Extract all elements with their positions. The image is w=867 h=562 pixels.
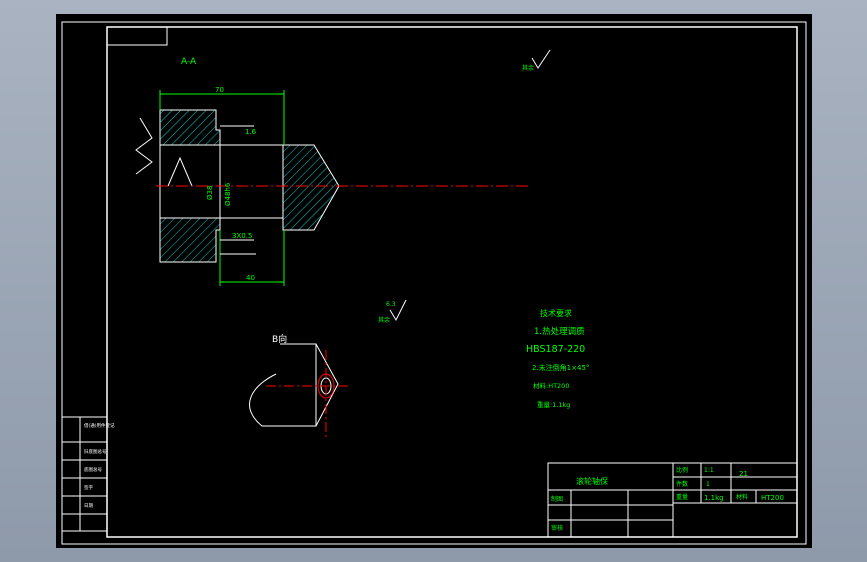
tech-item-5: 重量:1.1kg [537, 401, 570, 409]
roughness-mid-label: 其余 [378, 316, 390, 324]
section-label: A-A [181, 57, 197, 67]
side-row-0: 借(通)用件登记 [84, 422, 115, 429]
side-row-2: 底图总号 [84, 466, 102, 473]
count-value: 1 [706, 481, 710, 488]
scale-label: 比例 [676, 466, 688, 474]
side-row-4: 日期 [84, 503, 93, 509]
tech-item-4: 材料:HT200 [533, 381, 569, 390]
tech-requirements: 技术要求 1.热处理调质 HBS187-220 2.未注倒角1×45° 材料:H… [526, 308, 589, 409]
roughness-mid-value: 6.3 [386, 301, 396, 308]
part-name: 滚轮轴保 [576, 476, 608, 486]
drawing-canvas: 借(通)用件登记 旧底图总号 底图总号 签字 日期 A-A 70 40 1.6 [61, 21, 807, 545]
corner-box [106, 26, 168, 46]
tech-item-3: 2.未注倒角1×45° [532, 363, 589, 372]
roughness-top-label: 其余 [522, 64, 534, 72]
side-row-3: 签字 [84, 484, 93, 491]
dim-chamfer: 1.6 [245, 128, 257, 136]
drawn-label: 制图 [551, 495, 563, 503]
count-label: 件数 [676, 480, 688, 488]
title-block: 滚轮轴保 比例 1:1 21 件数 1 重量 1.1kg 材料 HT200 制图… [547, 462, 798, 538]
tech-item-1: 1.热处理调质 [534, 326, 585, 337]
roughness-top: 其余 [522, 49, 551, 72]
side-table: 借(通)用件登记 旧底图总号 底图总号 签字 日期 [62, 416, 115, 531]
inner-border [106, 26, 798, 538]
section-view: A-A 70 40 1.6 3X0.5 Ø38 Ø48h6 [135, 57, 530, 286]
scale-value: 1:1 [704, 467, 714, 474]
cad-viewport[interactable]: 借(通)用件登记 旧底图总号 底图总号 签字 日期 A-A 70 40 1.6 [56, 14, 812, 548]
tech-title: 技术要求 [540, 308, 572, 318]
dim-dia-bore: Ø48h6 [224, 182, 232, 206]
drawing-number: 21 [739, 470, 748, 478]
roughness-mid: 6.3 其余 [378, 299, 407, 324]
dim-groove: 3X0.5 [232, 232, 252, 240]
dim-bore-length: 40 [246, 274, 255, 282]
detail-view: B向 [249, 333, 350, 438]
side-row-1: 旧底图总号 [84, 448, 107, 455]
checked-label: 审核 [551, 524, 563, 532]
detail-label: B向 [272, 333, 287, 345]
weight-value: 1.1kg [704, 494, 724, 502]
material-value: HT200 [761, 494, 784, 502]
tech-item-2: HBS187-220 [526, 344, 585, 355]
material-label: 材料 [736, 493, 748, 501]
dim-overall-length: 70 [215, 86, 224, 94]
dim-dia-small: Ø38 [206, 186, 214, 200]
outer-border [61, 21, 807, 545]
weight-label: 重量 [676, 493, 688, 501]
